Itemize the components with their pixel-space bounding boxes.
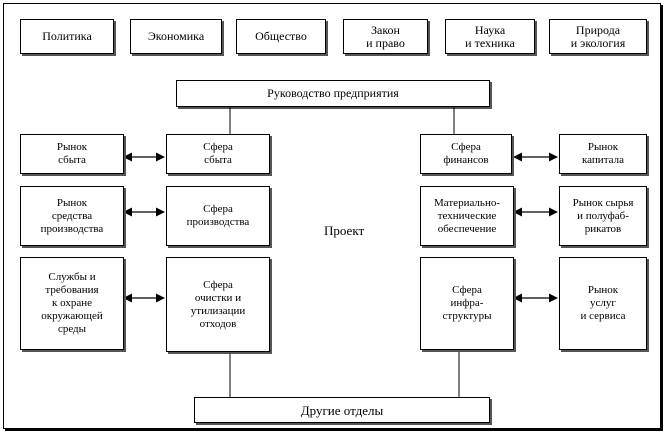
factor-law: Закон и право	[343, 19, 428, 54]
market-raw-materials: Рынок сырья и полуфаб- рикатов	[559, 186, 647, 246]
factor-science: Наука и техника	[445, 19, 535, 54]
management-box: Руководство предприятия	[176, 80, 490, 107]
market-sales: Рынок сбыта	[20, 134, 124, 174]
market-means-of-production: Рынок средства производства	[20, 186, 124, 246]
factor-society: Общество	[236, 19, 326, 54]
project-label: Проект	[324, 223, 365, 238]
sphere-waste-treatment: Сфера очистки и утилизации отходов	[166, 257, 270, 352]
other-departments-box: Другие отделы	[194, 397, 490, 423]
factor-nature: Природа и экология	[549, 19, 647, 54]
sphere-production: Сфера производства	[166, 186, 270, 246]
sphere-infrastructure: Сфера инфра- структуры	[420, 257, 514, 350]
sphere-sales: Сфера сбыта	[166, 134, 270, 174]
market-capital: Рынок капитала	[559, 134, 647, 174]
sphere-logistics: Материально- технические обеспечение	[420, 186, 514, 246]
factor-economy: Экономика	[130, 19, 222, 54]
outer-frame	[3, 3, 661, 429]
environmental-services: Службы и требования к охране окружающей …	[20, 257, 124, 350]
sphere-finance: Сфера финансов	[420, 134, 512, 174]
factor-politics: Политика	[20, 19, 114, 54]
market-services: Рынок услуг и сервиса	[559, 257, 647, 350]
